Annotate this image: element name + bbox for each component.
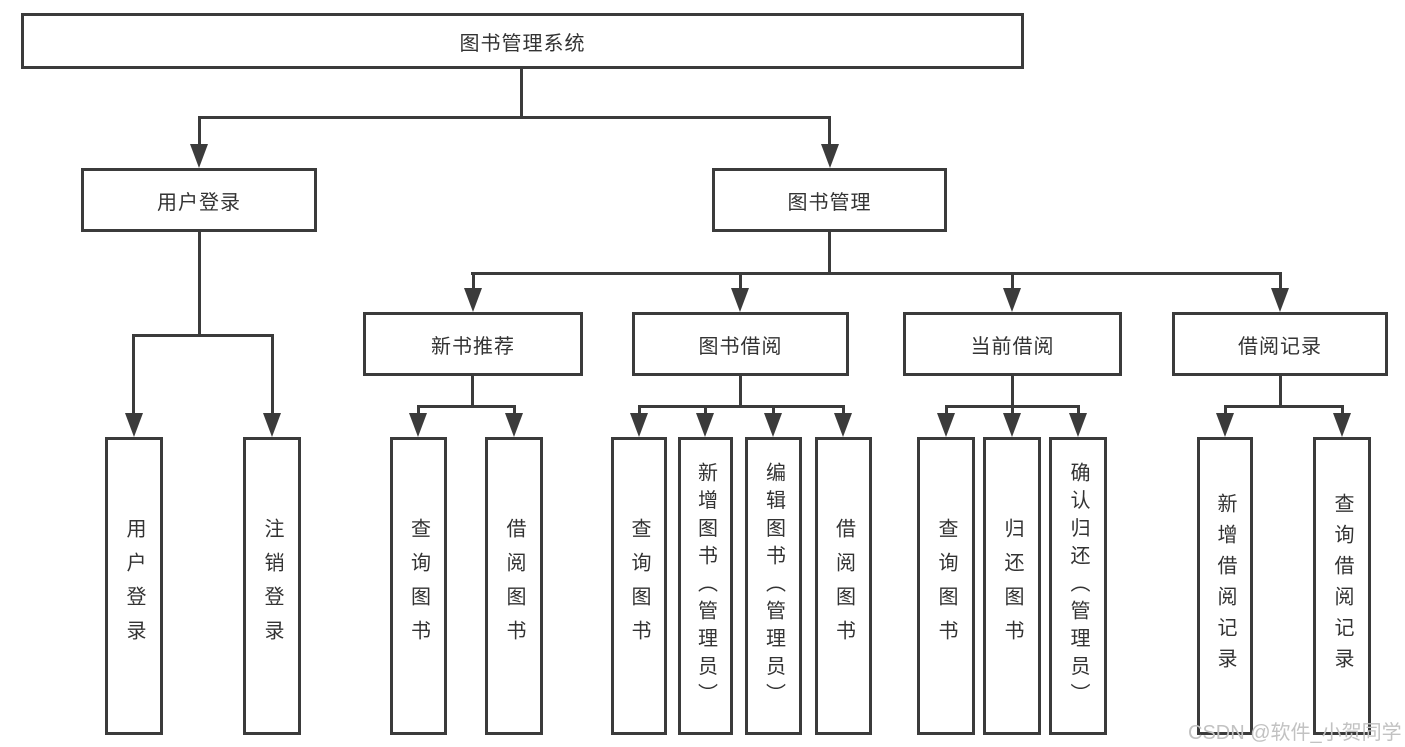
leaf-bb-edit-books-admin: 编辑图书（管理员） — [745, 437, 802, 735]
leaf-cb-confirm-return-admin: 确认归还（管理员） — [1049, 437, 1107, 735]
connector-drop-new-book — [472, 272, 475, 294]
connector-level3-rail — [471, 272, 1282, 275]
connector-drop-bb-edit — [772, 405, 775, 417]
arrow-nb-query — [409, 413, 427, 437]
arrow-cb-confirm — [1069, 413, 1087, 437]
connector-record-stub — [1279, 376, 1282, 407]
connector-drop-current-borrow — [1011, 272, 1014, 294]
watermark-text: CSDN @软件_小贺同学 — [1188, 722, 1402, 744]
node-new-book-recommend: 新书推荐 — [363, 312, 583, 376]
arrow-user-login — [190, 144, 208, 168]
connector-drop-nb-borrow — [513, 405, 516, 417]
arrow-leaf-logout — [263, 413, 281, 437]
arrow-nb-borrow — [505, 413, 523, 437]
node-current-borrowing: 当前借阅 — [903, 312, 1122, 376]
leaf-cb-return-books: 归还图书 — [983, 437, 1041, 735]
connector-drop-cb-return — [1011, 405, 1014, 417]
leaf-bb-borrow-books: 借阅图书 — [815, 437, 872, 735]
arrow-borrow-record — [1271, 288, 1289, 312]
connector-drop-br-query — [1341, 405, 1344, 417]
connector-new-book-rail — [417, 405, 516, 408]
connector-current-stub — [1011, 376, 1014, 407]
arrow-bb-query — [630, 413, 648, 437]
leaf-nb-borrow-books: 借阅图书 — [485, 437, 543, 735]
connector-drop-cb-query — [945, 405, 948, 417]
arrow-book-mgmt — [821, 144, 839, 168]
connector-borrow-rail — [638, 405, 845, 408]
connector-level2-rail — [198, 116, 831, 119]
arrow-leaf-login — [125, 413, 143, 437]
connector-drop-user-login — [198, 116, 201, 148]
node-user-login: 用户登录 — [81, 168, 317, 232]
connector-drop-bb-query — [638, 405, 641, 417]
connector-drop-bb-add — [704, 405, 707, 417]
node-book-borrowing: 图书借阅 — [632, 312, 849, 376]
connector-drop-borrow-record — [1279, 272, 1282, 294]
leaf-nb-query-books: 查询图书 — [390, 437, 447, 735]
leaf-logout: 注销登录 — [243, 437, 301, 735]
connector-drop-nb-query — [417, 405, 420, 417]
connector-new-book-stub — [471, 376, 474, 407]
connector-borrow-stub — [739, 376, 742, 407]
connector-drop-book-mgmt — [828, 116, 831, 148]
connector-drop-br-add — [1224, 405, 1227, 417]
arrow-bb-edit — [764, 413, 782, 437]
leaf-br-query-record: 查询借阅记录 — [1313, 437, 1371, 735]
connector-drop-leaf-logout — [271, 334, 274, 417]
arrow-cb-return — [1003, 413, 1021, 437]
arrow-br-add — [1216, 413, 1234, 437]
leaf-bb-add-books-admin: 新增图书（管理员） — [678, 437, 733, 735]
arrow-book-borrow — [731, 288, 749, 312]
leaf-cb-query-books: 查询图书 — [917, 437, 975, 735]
connector-user-login-stub — [198, 232, 201, 336]
node-borrowing-records: 借阅记录 — [1172, 312, 1388, 376]
connector-drop-book-borrow — [739, 272, 742, 294]
arrow-current-borrow — [1003, 288, 1021, 312]
connector-book-mgmt-stub — [828, 232, 831, 274]
node-book-management: 图书管理 — [712, 168, 947, 232]
arrow-br-query — [1333, 413, 1351, 437]
arrow-bb-add — [696, 413, 714, 437]
connector-user-login-rail — [132, 334, 274, 337]
leaf-user-login: 用户登录 — [105, 437, 163, 735]
arrow-cb-query — [937, 413, 955, 437]
arrow-bb-borrow — [834, 413, 852, 437]
connector-root-stub — [520, 69, 523, 118]
arrow-new-book — [464, 288, 482, 312]
connector-drop-cb-confirm — [1077, 405, 1080, 417]
leaf-br-add-record: 新增借阅记录 — [1197, 437, 1253, 735]
connector-record-rail — [1224, 405, 1344, 408]
leaf-bb-query-books: 查询图书 — [611, 437, 667, 735]
root-node-library-system: 图书管理系统 — [21, 13, 1024, 69]
connector-drop-bb-borrow — [842, 405, 845, 417]
connector-drop-leaf-login — [132, 334, 135, 417]
